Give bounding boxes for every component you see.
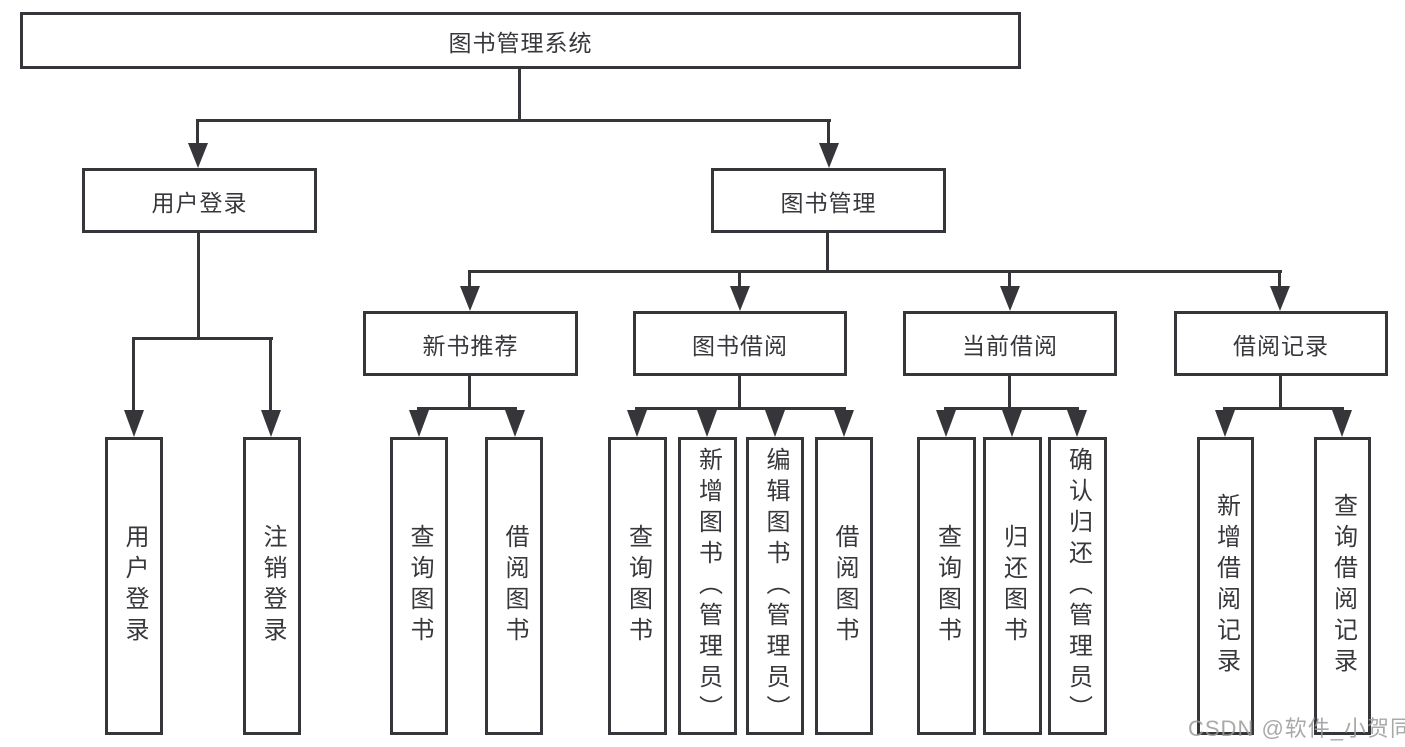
connector-line: [132, 337, 135, 413]
arrow-down-icon: [1270, 286, 1290, 311]
arrow-down-icon: [1332, 410, 1352, 437]
connector-line: [738, 270, 741, 290]
arrow-down-icon: [261, 410, 281, 437]
node-library-management-system: 图书管理系统: [20, 12, 1021, 69]
connector-line: [738, 376, 741, 409]
leaf-logout: 注销登录: [243, 437, 301, 735]
leaf-return-books: 归还图书: [983, 437, 1042, 735]
node-current-borrowing: 当前借阅: [903, 311, 1117, 376]
arrow-down-icon: [1067, 410, 1087, 437]
arrow-down-icon: [627, 410, 647, 437]
arrow-down-icon: [1002, 410, 1022, 437]
node-book-borrowing: 图书借阅: [633, 311, 847, 376]
leaf-edit-books-admin: 编辑图书（管理员）: [746, 437, 804, 735]
arrow-down-icon: [124, 410, 144, 437]
arrow-down-icon: [1215, 410, 1235, 437]
node-borrowing-records: 借阅记录: [1174, 311, 1388, 376]
connector-line: [826, 233, 829, 273]
connector-line: [518, 68, 521, 121]
connector-line: [196, 119, 199, 147]
arrow-down-icon: [730, 286, 750, 311]
leaf-query-books-3: 查询图书: [917, 437, 976, 735]
leaf-confirm-return-admin: 确认归还（管理员）: [1048, 437, 1107, 735]
leaf-borrow-books-2: 借阅图书: [815, 437, 873, 735]
arrow-down-icon: [819, 143, 839, 168]
leaf-query-borrow-record: 查询借阅记录: [1314, 437, 1371, 735]
leaf-borrow-books-1: 借阅图书: [485, 437, 543, 735]
connector-line: [635, 407, 846, 410]
arrow-down-icon: [1000, 286, 1020, 311]
leaf-query-books-1: 查询图书: [390, 437, 448, 735]
connector-line: [1008, 376, 1011, 409]
connector-line: [827, 119, 830, 147]
leaf-add-borrow-record: 新增借阅记录: [1197, 437, 1254, 735]
connector-line: [1223, 407, 1344, 410]
connector-line: [1278, 270, 1281, 290]
connector-line: [1279, 376, 1282, 409]
arrow-down-icon: [505, 410, 525, 437]
connector-line: [197, 233, 200, 340]
connector-line: [944, 407, 1079, 410]
connector-line: [197, 119, 831, 122]
node-book-management: 图书管理: [711, 168, 946, 233]
leaf-query-books-2: 查询图书: [608, 437, 667, 735]
arrow-down-icon: [936, 410, 956, 437]
connector-line: [468, 270, 1282, 273]
leaf-add-books-admin: 新增图书（管理员）: [678, 437, 737, 735]
csdn-watermark: CSDN @软件_小贺同学: [1188, 716, 1405, 741]
connector-line: [468, 270, 471, 290]
arrow-down-icon: [765, 410, 785, 437]
connector-line: [269, 337, 272, 413]
arrow-down-icon: [834, 410, 854, 437]
connector-line: [132, 337, 273, 340]
connector-line: [1008, 270, 1011, 290]
arrow-down-icon: [697, 410, 717, 437]
node-new-book-recommendation: 新书推荐: [363, 311, 578, 376]
arrow-down-icon: [409, 410, 429, 437]
connector-line: [468, 376, 471, 409]
arrow-down-icon: [188, 143, 208, 168]
node-user-login: 用户登录: [82, 168, 317, 233]
arrow-down-icon: [460, 286, 480, 311]
connector-line: [417, 407, 517, 410]
leaf-user-login: 用户登录: [105, 437, 163, 735]
